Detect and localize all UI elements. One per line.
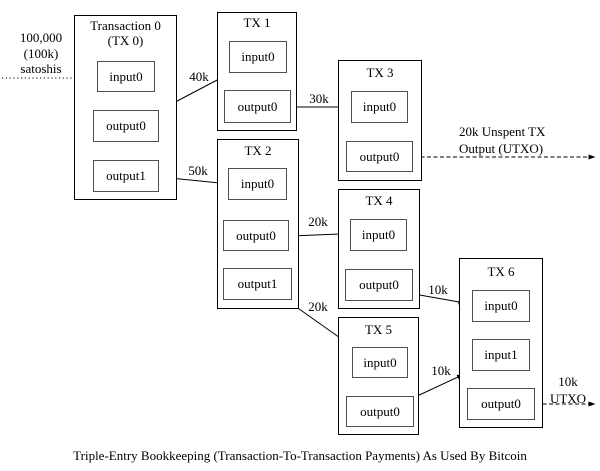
- flow-label-10k-a: 10k: [428, 282, 448, 297]
- tx4-input0-box: input0: [350, 219, 407, 251]
- flow-label-20k-b: 20k: [308, 299, 328, 314]
- tx6-input1-box: input1: [472, 339, 530, 371]
- tx4-output0-box: output0: [345, 269, 413, 301]
- flow-label-30k: 30k: [309, 91, 329, 106]
- annotation-line-3: satoshis: [20, 61, 62, 76]
- tx6-input0-box: input0: [472, 290, 530, 322]
- tx0-title: Transaction 0 (TX 0): [74, 18, 177, 48]
- tx4-output0-label: output0: [359, 277, 399, 292]
- tx3-input0-label: input0: [362, 99, 397, 114]
- flow-label-20k-a: 20k: [308, 214, 328, 229]
- tx2-title-line: TX 2: [244, 143, 272, 158]
- tx3-title: TX 3: [338, 65, 422, 80]
- tx2-input0-label: input0: [240, 176, 275, 191]
- tx1-output0-label: output0: [237, 98, 278, 114]
- tx3-input0-box: input0: [351, 91, 408, 123]
- tx2-output1-label: output1: [237, 276, 278, 291]
- diagram-caption: Triple-Entry Bookkeeping (Transaction-To…: [73, 448, 527, 463]
- tx0-title-line: Transaction 0: [90, 18, 161, 33]
- tx2-output0-label: output0: [236, 227, 276, 243]
- tx0-input0-label: input0: [109, 68, 143, 84]
- tx0-input0-box: input0: [97, 61, 155, 92]
- tx5-title-line: TX 5: [364, 322, 393, 337]
- tx2-input0-box: input0: [228, 168, 287, 200]
- tx1-output0-box: output0: [224, 90, 291, 123]
- annotation-line-1: 100,000: [19, 30, 63, 45]
- tx2-output1-box: output1: [223, 268, 292, 300]
- tx6-output0-box: output0: [467, 388, 535, 420]
- tx5-title: TX 5: [338, 322, 419, 337]
- tx4-input0-label: input0: [361, 227, 396, 242]
- tx1-title-line: TX 1: [243, 15, 271, 30]
- flow-label-40k: 40k: [189, 69, 209, 84]
- tx3-output0-label: output0: [359, 148, 400, 164]
- tx3-title-line: TX 3: [366, 65, 394, 80]
- tx0-output0-label: output0: [106, 118, 146, 133]
- utxo-20k-label: 20k Unspent TX Output (UTXO): [459, 123, 579, 157]
- utxo-10k-label: 10k UTXO: [540, 373, 596, 407]
- tx2-title: TX 2: [217, 143, 299, 158]
- tx5-output0-label: output0: [360, 403, 400, 419]
- utxo-10k-label-line1: 10k: [558, 374, 578, 389]
- tx6-input0-label: input0: [484, 298, 518, 313]
- utxo-10k-label-line2: UTXO: [549, 391, 587, 406]
- tx6-title: TX 6: [459, 264, 543, 279]
- tx0-subtitle-line: (TX 0): [107, 33, 144, 48]
- annotation-line-2: (100k): [23, 45, 59, 61]
- tx3-output0-box: output0: [346, 141, 413, 172]
- tx5-output0-box: output0: [346, 396, 414, 427]
- tx0-output1-box: output1: [93, 160, 159, 192]
- tx2-output0-box: output0: [223, 220, 289, 251]
- tx0-output0-box: output0: [93, 110, 159, 142]
- utxo-20k-label-line2: Output (UTXO): [459, 141, 544, 156]
- tx1-title: TX 1: [217, 15, 297, 30]
- tx1-input0-box: input0: [229, 41, 287, 73]
- tx6-output0-label: output0: [481, 396, 521, 411]
- tx6-input1-label: input1: [484, 347, 518, 362]
- tx5-input0-label: input0: [363, 354, 397, 370]
- arrow-10k-tx5-to-tx6: [414, 374, 464, 398]
- tx6-title-line: TX 6: [487, 264, 515, 279]
- utxo-20k-label-line1: 20k Unspent TX: [459, 124, 546, 139]
- tx5-input0-box: input0: [352, 347, 408, 378]
- tx0-output1-label: output1: [106, 168, 146, 183]
- tx4-title-line: TX 4: [365, 193, 393, 208]
- tx4-title: TX 4: [338, 193, 420, 208]
- tx1-input0-label: input0: [241, 49, 275, 64]
- flow-label-50k: 50k: [188, 163, 208, 178]
- external-input-annotation: 100,000 (100k) satoshis: [6, 30, 76, 77]
- flow-label-10k-b: 10k: [431, 363, 451, 378]
